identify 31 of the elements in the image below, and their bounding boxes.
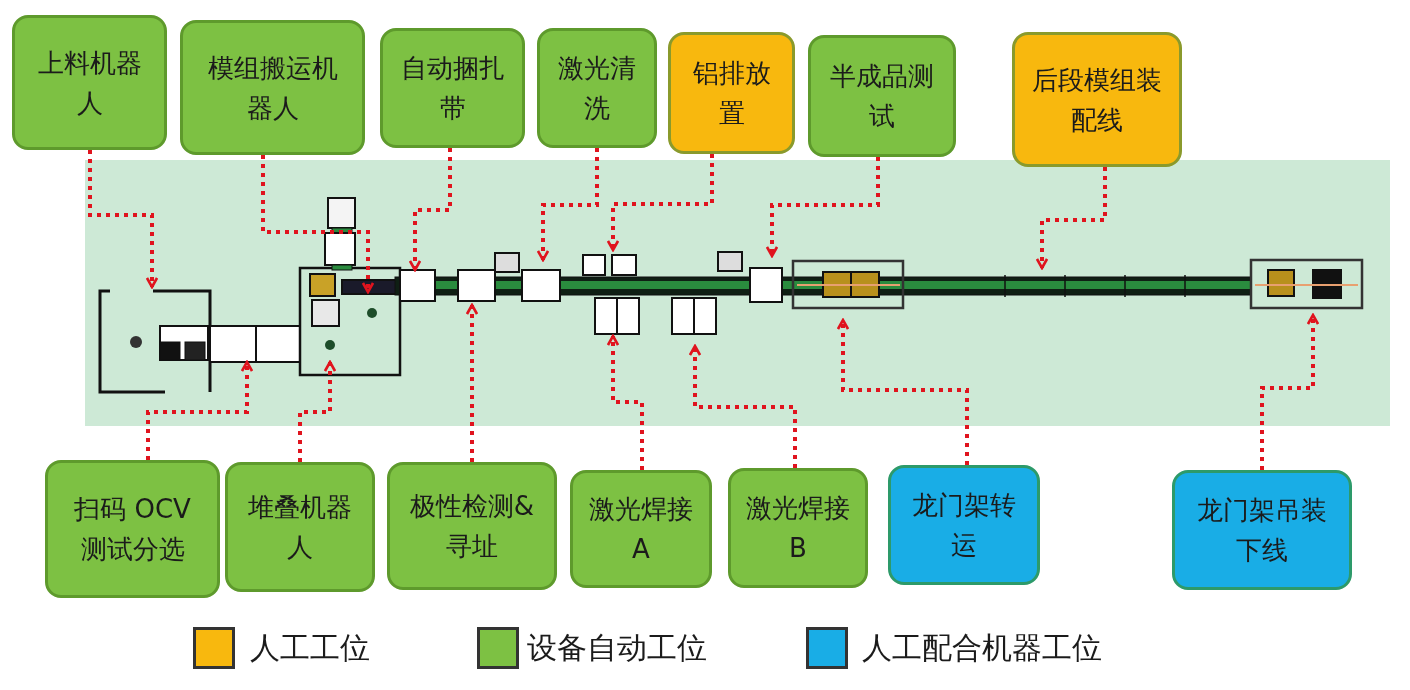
station-box: 堆叠机器人: [225, 462, 375, 592]
leader-line: [606, 334, 644, 470]
legend-label: 设备自动工位: [527, 629, 707, 667]
leader-line: [408, 148, 452, 272]
leader-line: [261, 155, 375, 294]
station-box: 模组搬运机器人: [180, 20, 365, 155]
leader-line: [1035, 167, 1107, 270]
leader-line: [88, 150, 159, 289]
station-box: 自动捆扎带: [380, 28, 525, 148]
leader-line: [1260, 313, 1320, 470]
leader-line: [688, 344, 797, 468]
legend-label: 人工配合机器工位: [862, 629, 1102, 667]
station-box: 极性检测&寻址: [387, 462, 557, 590]
station-box: 上料机器人: [12, 15, 167, 150]
station-box: 后段模组装配线: [1012, 32, 1182, 167]
station-box: 龙门架吊装下线: [1172, 470, 1352, 590]
leader-line: [465, 303, 479, 462]
leader-line: [536, 148, 599, 262]
station-box: 激光焊接 A: [570, 470, 712, 588]
station-box: 扫码 OCV测试分选: [45, 460, 220, 598]
leader-line: [606, 154, 714, 252]
leader-line: [146, 360, 254, 460]
station-box: 龙门架转运: [888, 465, 1040, 585]
leader-line: [298, 360, 337, 462]
leader-line: [836, 318, 969, 465]
station-box: 激光焊接 B: [728, 468, 868, 588]
legend-label: 人工工位: [250, 629, 370, 667]
station-box: 半成品测试: [808, 35, 956, 157]
leader-line: [765, 157, 880, 258]
station-box: 激光清洗: [537, 28, 657, 148]
station-box: 铝排放置: [668, 32, 795, 154]
